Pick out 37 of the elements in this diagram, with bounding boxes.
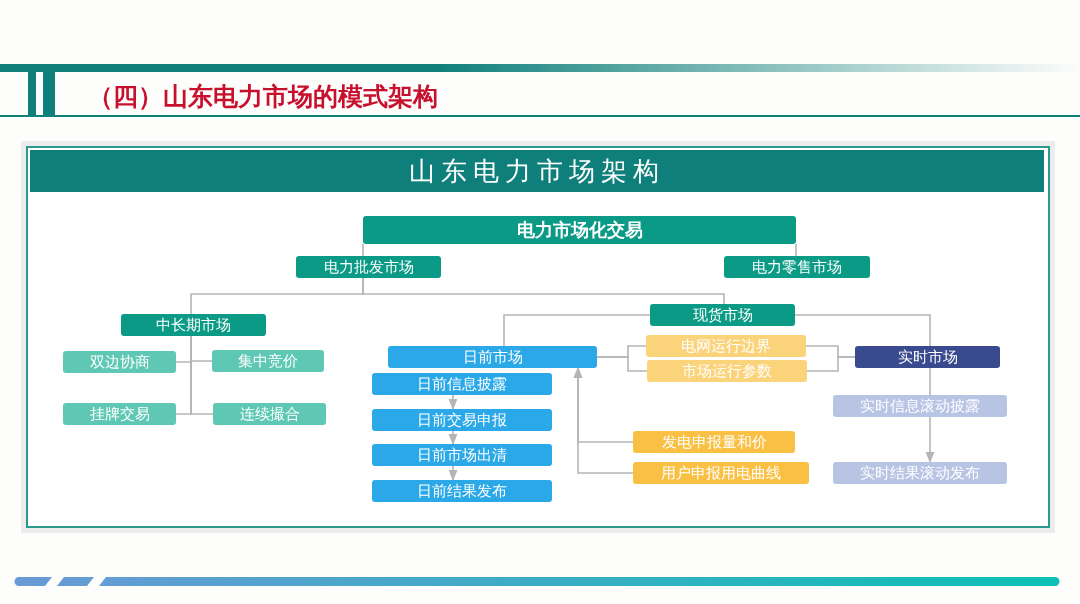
arrow [448, 394, 458, 411]
connector-line [795, 243, 797, 257]
input-box: 发电申报量和价 [633, 431, 795, 453]
connector-line [190, 335, 214, 415]
market-box: 实时市场 [855, 346, 1000, 368]
step-box: 日前信息披露 [372, 373, 552, 395]
item-box: 挂牌交易 [63, 403, 176, 425]
arrow [925, 416, 935, 464]
parameter-box: 电网运行边界 [646, 335, 806, 357]
item-box: 双边协商 [63, 351, 176, 373]
step-box: 日前交易申报 [372, 409, 552, 431]
category-box: 电力市场化交易 [363, 216, 796, 244]
connector-line [503, 314, 651, 347]
arrow [448, 430, 458, 446]
parameter-box: 市场运行参数 [647, 360, 807, 382]
item-box: 集中竞价 [212, 350, 324, 372]
arrow [448, 465, 458, 482]
market-box: 日前市场 [388, 346, 597, 368]
connector-line [806, 356, 856, 372]
connector-line [596, 356, 648, 372]
connector-line [929, 367, 931, 396]
step-box: 日前结果发布 [372, 480, 552, 502]
input-box: 用户申报用电曲线 [633, 462, 809, 484]
arrow [573, 366, 634, 474]
connector-line [362, 243, 364, 257]
header-band: 山东电力市场架构 [30, 150, 1044, 192]
step-box: 实时结果滚动发布 [833, 462, 1007, 484]
step-box: 日前市场出清 [372, 444, 552, 466]
category-box: 中长期市场 [121, 314, 266, 336]
category-box: 现货市场 [650, 304, 795, 326]
connector-line [794, 314, 931, 347]
slide-title: （四）山东电力市场的模式架构 [88, 81, 438, 113]
category-box: 电力批发市场 [296, 256, 441, 278]
step-box: 实时信息滚动披露 [833, 395, 1007, 417]
category-box: 电力零售市场 [724, 256, 870, 278]
item-box: 连续撮合 [213, 403, 326, 425]
connector-line [362, 277, 725, 305]
